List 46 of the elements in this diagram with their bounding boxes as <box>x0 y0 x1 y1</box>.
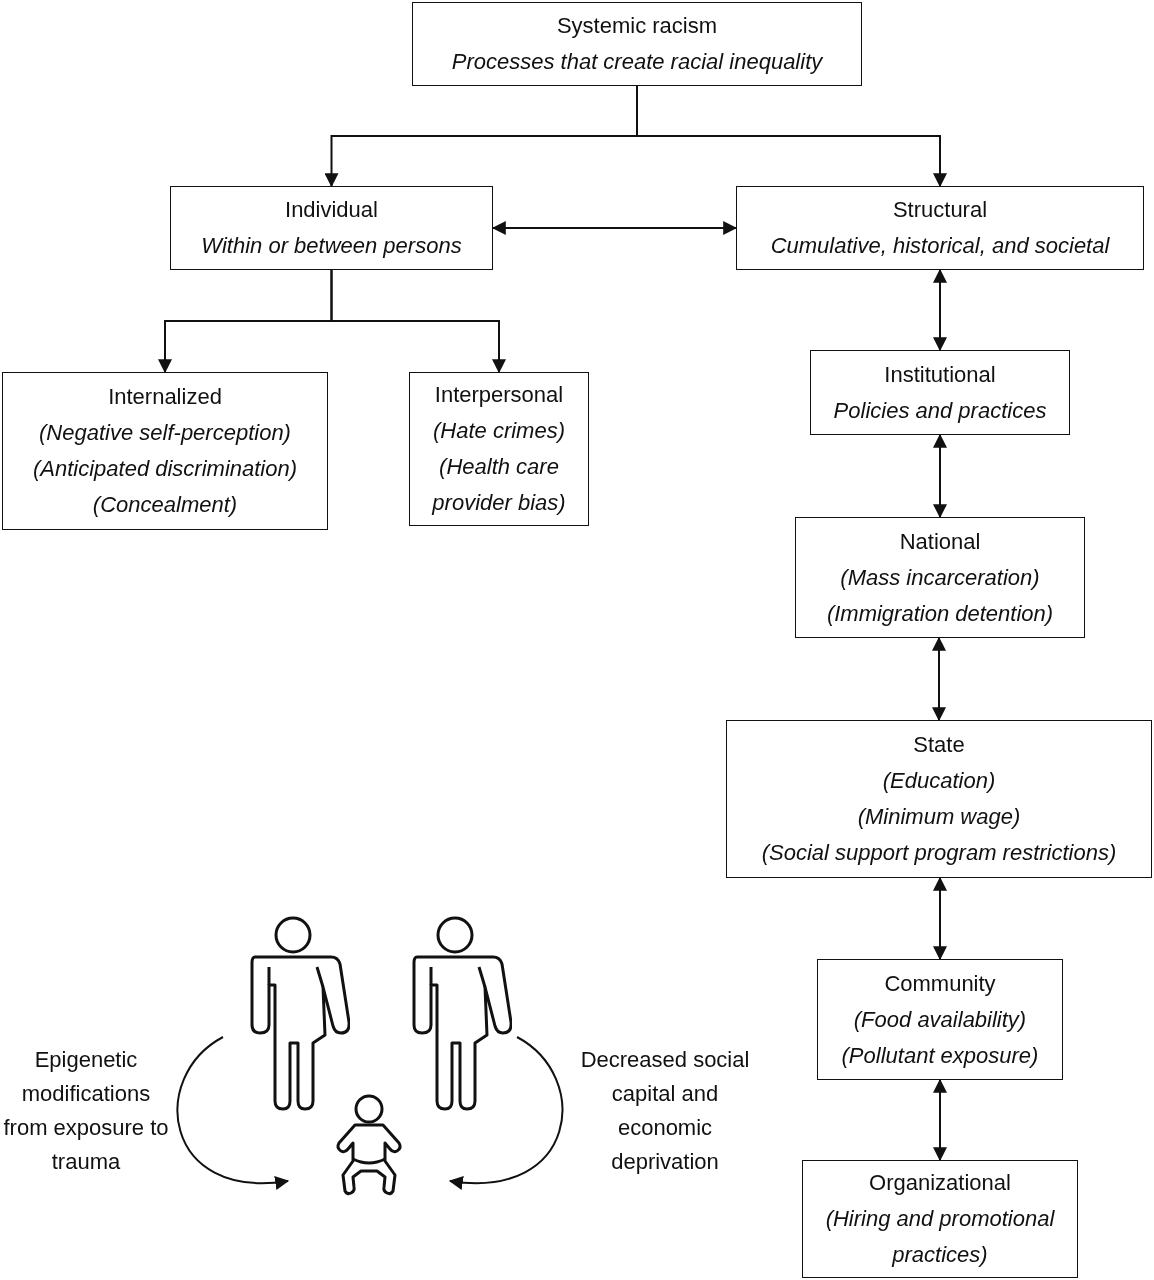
box-title: Internalized <box>108 383 222 411</box>
box-title: Structural <box>892 196 988 224</box>
category-box <box>817 959 1063 1080</box>
box-description: (Anticipated discrimination) <box>32 455 298 483</box>
box-description: Processes that create racial inequality <box>451 48 823 76</box>
box-description: (Minimum wage) <box>857 803 1021 831</box>
box-title: Interpersonal <box>434 381 564 409</box>
box-description: (Health care provider bias) <box>430 453 567 517</box>
arrow <box>933 268 947 352</box>
box-description: Policies and practices <box>833 396 1047 425</box>
box-description: (Immigration detention) <box>826 599 1054 628</box>
arrow <box>933 433 947 519</box>
category-box <box>802 1160 1078 1278</box>
box-description: (Education) <box>882 767 996 795</box>
arrow <box>932 636 946 722</box>
category-box <box>810 350 1070 435</box>
arrow <box>933 876 947 961</box>
box-title: Institutional <box>884 360 996 389</box>
category-box <box>726 720 1152 878</box>
category-box <box>412 2 862 86</box>
category-box <box>736 186 1144 270</box>
box-description: (Hiring and promotional practices) <box>824 1205 1056 1269</box>
box-title: Systemic racism <box>556 12 718 40</box>
curved-arrow <box>448 1036 564 1189</box>
box-title: Community <box>884 969 996 998</box>
box-description: (Social support program restrictions) <box>761 839 1117 867</box>
box-title: National <box>899 527 981 556</box>
category-box <box>409 372 589 526</box>
category-box <box>795 517 1085 638</box>
box-description: (Food availability) <box>853 1005 1027 1034</box>
box-description: (Pollutant exposure) <box>841 1041 1039 1070</box>
arrow <box>491 221 738 235</box>
box-description: Cumulative, historical, and societal <box>770 232 1110 260</box>
box-title: Individual <box>285 196 378 224</box>
arrow <box>933 1078 947 1162</box>
box-description: (Hate crimes) <box>433 417 565 445</box>
box-description: (Mass incarceration) <box>840 563 1040 592</box>
box-description: (Negative self-perception) <box>39 419 291 447</box>
box-description: (Concealment) <box>92 491 238 519</box>
arrow <box>330 269 506 374</box>
category-box <box>170 186 493 270</box>
box-title: State <box>913 731 965 759</box>
category-box <box>2 372 328 530</box>
box-title: Organizational <box>869 1169 1011 1197</box>
box-description: Within or between persons <box>201 232 462 260</box>
curved-arrow <box>176 1036 290 1189</box>
